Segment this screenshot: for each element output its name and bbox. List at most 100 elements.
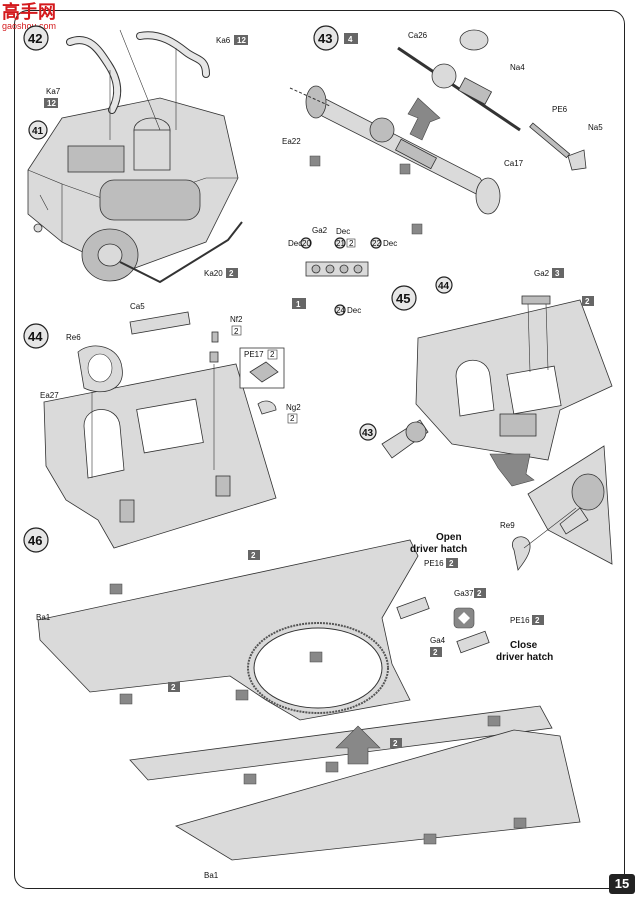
label-ga2: Ga2 <box>534 269 550 278</box>
qty-ka7: 12 <box>47 99 56 108</box>
label-pe16: PE16 <box>424 559 444 568</box>
label-ga37: Ga37 <box>454 589 474 598</box>
hull-lower-ba1 <box>175 729 581 861</box>
housing-cap-ca17 <box>475 177 501 215</box>
qty-step-45: 2 <box>585 297 590 306</box>
bolt <box>33 223 43 233</box>
step-45-badge <box>391 285 417 311</box>
decal-20: 20 <box>302 239 311 248</box>
qty-box <box>44 98 58 108</box>
ball-mount <box>369 117 395 143</box>
step-43: 43 4 Ea22 Ca26 Na4 PE6 Na5 Ca17 <box>282 25 603 316</box>
qty-ga4: 2 <box>433 648 438 657</box>
label-dec: Dec <box>383 239 397 248</box>
ref-step-44: 44 <box>438 281 450 292</box>
assembly-arrow <box>335 725 381 765</box>
qty-pe16: 2 <box>535 616 540 625</box>
part-pe17-large <box>249 361 279 383</box>
decal-22-badge <box>370 237 382 249</box>
qty-step-43: 4 <box>348 35 353 44</box>
qty-box <box>287 413 298 424</box>
glue-icon <box>109 583 123 595</box>
label-dec: Dec <box>347 306 361 315</box>
hatch-lever <box>559 507 589 535</box>
window-opening <box>506 365 562 415</box>
mantlet-ball <box>431 63 457 89</box>
ref-step-43-badge <box>359 423 377 441</box>
qty-box <box>532 615 544 625</box>
label-na4: Na4 <box>510 63 525 72</box>
label-pe17: PE17 <box>244 350 264 359</box>
label-open: Open <box>436 532 462 543</box>
decal-24-badge <box>334 304 346 316</box>
qty-pe17: 2 <box>270 350 275 359</box>
glue-icon <box>423 833 437 845</box>
glue-icon <box>325 761 339 773</box>
detail-line <box>39 194 49 211</box>
qty-box <box>344 33 358 44</box>
step-42-number: 42 <box>28 31 42 46</box>
decal-24: 24 <box>336 306 345 315</box>
ref-step-43: 43 <box>362 428 374 439</box>
label-nf2: Nf2 <box>230 315 243 324</box>
decal-22: 22 <box>372 239 381 248</box>
qty-ka6: 12 <box>237 36 246 45</box>
ref-step-41-badge <box>28 120 48 140</box>
engine-side <box>67 145 125 173</box>
arrow-up-down-icon <box>458 612 470 624</box>
label-ga4: Ga4 <box>430 636 446 645</box>
watermark-logo: 高手网 gaoshou.com <box>2 4 56 31</box>
label-pe16: PE16 <box>510 616 530 625</box>
guide-line <box>527 303 531 373</box>
step-44-badge <box>23 323 49 349</box>
turret-ring-teeth <box>247 622 389 714</box>
label-pe6: PE6 <box>552 105 568 114</box>
qty-box <box>446 558 458 568</box>
label-re9: Re9 <box>500 521 515 530</box>
hatch-re9 <box>512 536 531 571</box>
guide-line <box>289 87 331 107</box>
gun-breech <box>394 138 438 170</box>
label-ba1: Ba1 <box>204 871 219 880</box>
round-cap-na4 <box>459 29 489 51</box>
label-ca5: Ca5 <box>130 302 145 311</box>
cooling-fan-drum <box>99 179 201 221</box>
step-46: 46 Ba1 Ba1 2 2 2 Open driver hatch PE16 <box>23 527 581 880</box>
glue-icon <box>487 715 501 727</box>
qty-box <box>582 296 594 306</box>
watermark-url: gaoshou.com <box>2 21 57 31</box>
page-number: 15 <box>609 874 635 894</box>
exhaust-pipe-ka6-fill <box>137 32 209 77</box>
pe-strip <box>529 122 571 159</box>
qty-box <box>231 325 242 336</box>
qty-step-46: 2 <box>251 551 256 560</box>
label-dec: Dec <box>288 239 302 248</box>
plate-fitting <box>119 499 135 523</box>
qty-pe16: 2 <box>449 559 454 568</box>
step-45-number: 45 <box>396 291 410 306</box>
label-ea27: Ea27 <box>40 391 59 400</box>
glue-icon <box>411 223 423 235</box>
ball-mount-ring <box>405 421 427 443</box>
label-dec: Dec <box>336 227 350 236</box>
decal-slot <box>339 264 349 274</box>
hatch-hinge-ga37 <box>396 596 430 620</box>
qty-decal: 1 <box>296 300 301 309</box>
turret-ring-opening <box>253 627 383 709</box>
qty-box <box>390 738 402 748</box>
hatch-hinge-ga4 <box>456 630 490 654</box>
guide-line <box>545 303 549 371</box>
label-ka6: Ka6 <box>216 36 231 45</box>
label-driver-hatch: driver hatch <box>496 652 553 663</box>
watermark-text: 高手网 <box>2 2 56 23</box>
sight-unit <box>457 77 493 105</box>
step-46-badge <box>23 527 49 553</box>
housing-end <box>305 85 327 119</box>
decal-slot <box>325 264 335 274</box>
qty-box <box>234 35 248 45</box>
ref-step-41: 41 <box>32 126 44 137</box>
label-na5: Na5 <box>588 123 603 132</box>
plate-hatch-opening <box>83 409 125 479</box>
step-42: 42 41 Ka6 12 Ka7 12 Ka20 2 <box>23 25 248 284</box>
